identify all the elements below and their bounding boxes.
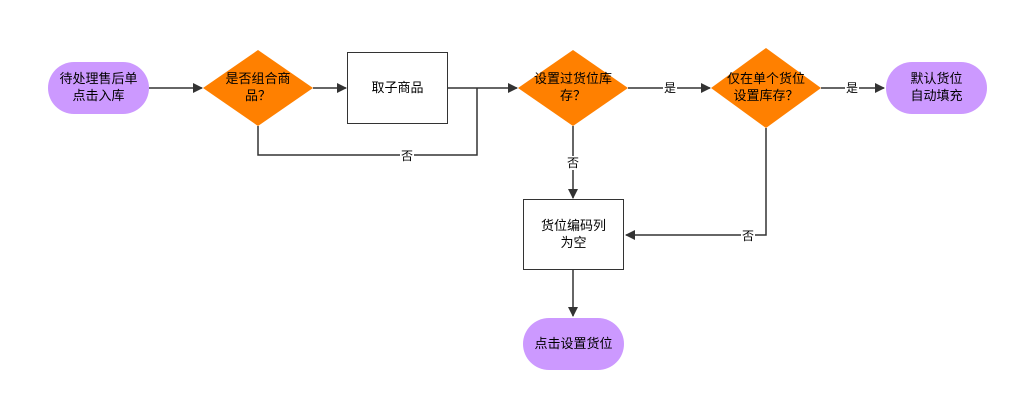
edge-label-combo-no: 否: [400, 149, 415, 163]
decision-location-set-shape: [518, 50, 628, 126]
node-click-set-label: 点击设置货位: [534, 336, 613, 352]
edge-single-no: [625, 128, 767, 240]
node-single-location: 仅在单个货位 设置库存？: [718, 68, 814, 108]
node-start: 待处理售后单 点击入库: [48, 62, 149, 114]
node-single-location-label: 仅在单个货位 设置库存？: [726, 72, 805, 104]
node-click-set: 点击设置货位: [523, 318, 624, 370]
edge-label-set-no: 否: [566, 156, 581, 170]
decision-is-combo-shape: [203, 50, 313, 126]
edge-label-set-yes: 是: [663, 81, 678, 95]
node-code-empty-label: 货位编码列 为空: [540, 218, 606, 251]
node-auto-fill: 默认货位 自动填充: [886, 62, 987, 114]
node-take-sub: 取子商品: [347, 52, 448, 124]
edge-label-single-yes: 是: [845, 81, 860, 95]
edge-label-single-no: 否: [741, 229, 756, 243]
node-location-set: 设置过货位库 存？: [526, 68, 620, 108]
node-code-empty: 货位编码列 为空: [523, 199, 624, 270]
decision-single-location-shape: [711, 48, 821, 128]
node-is-combo-label: 是否组合商 品？: [225, 72, 291, 104]
edge-combo-no: [257, 88, 478, 156]
node-is-combo: 是否组合商 品？: [213, 68, 303, 108]
node-take-sub-label: 取子商品: [371, 80, 424, 96]
node-auto-fill-label: 默认货位 自动填充: [910, 72, 963, 104]
node-location-set-label: 设置过货位库 存？: [533, 72, 612, 104]
node-start-label: 待处理售后单 点击入库: [59, 72, 138, 104]
